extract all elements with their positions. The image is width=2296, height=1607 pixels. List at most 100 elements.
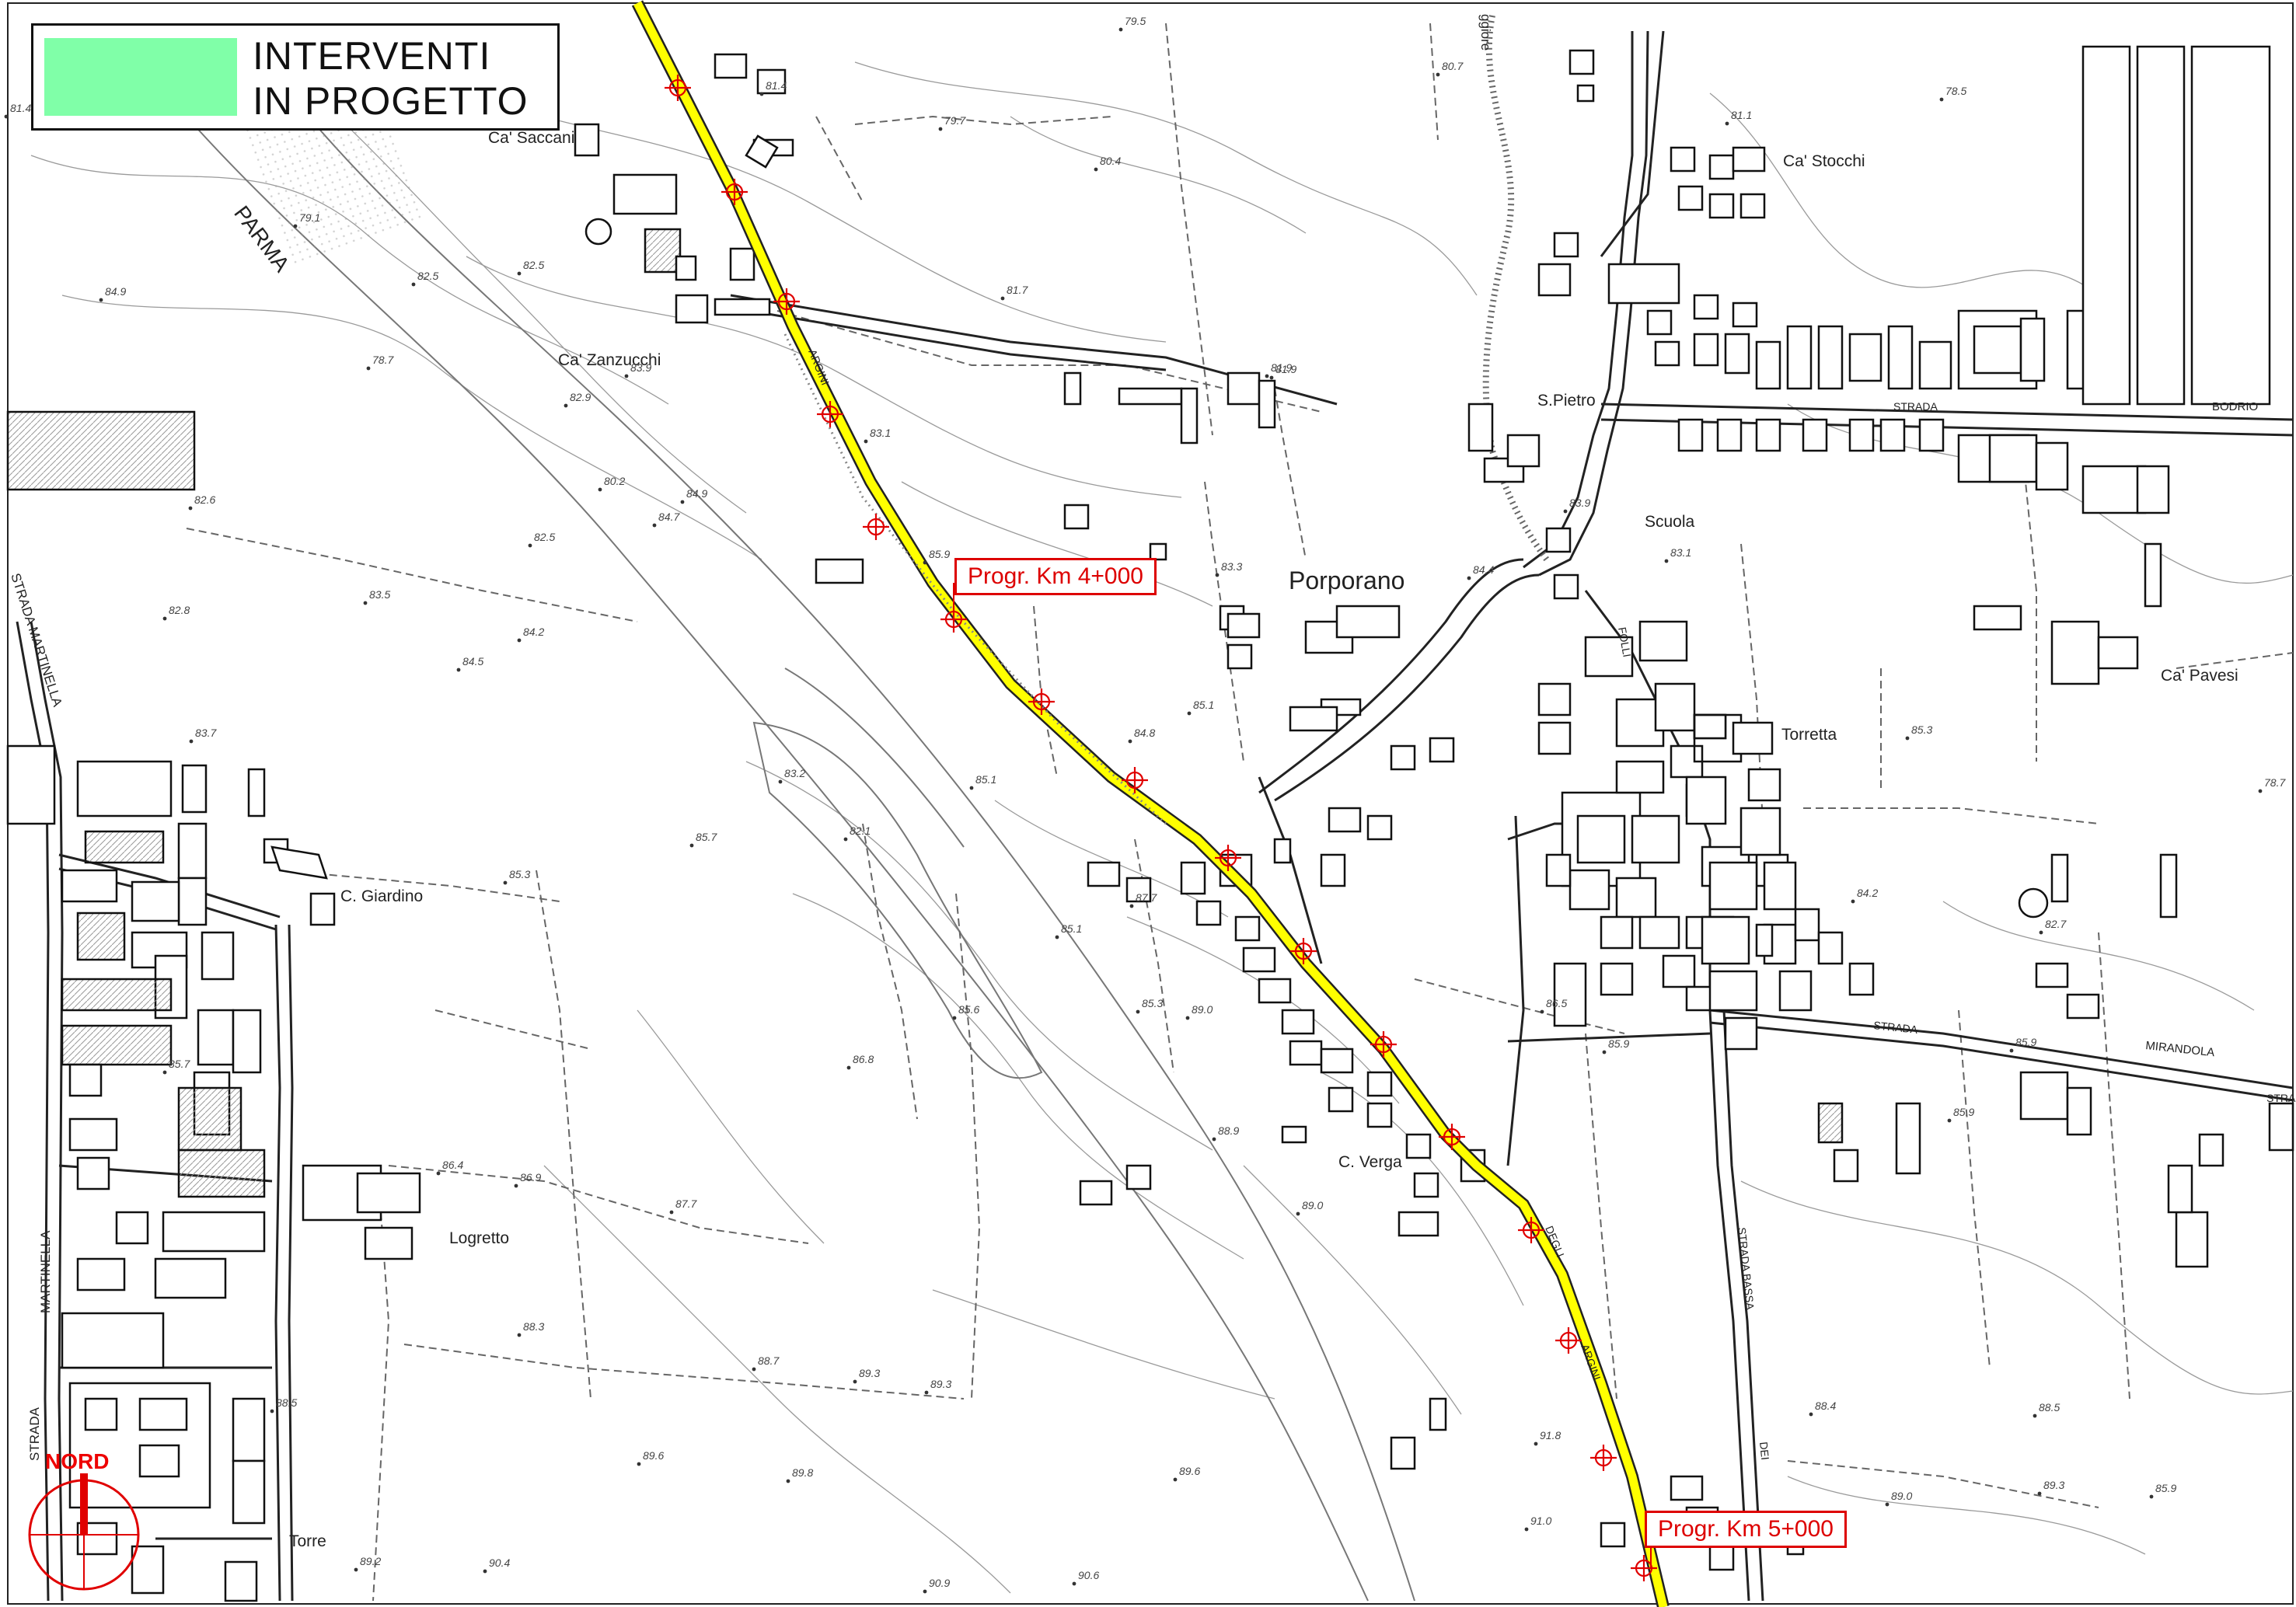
spot-height-point [624,374,629,378]
spot-height-point [366,366,371,371]
spot-height-value: 79.7 [944,114,966,127]
spot-height-point [778,779,783,784]
spot-height-value: 79.5 [1125,15,1146,27]
spot-height-point [354,1567,358,1572]
spot-height-point [853,1379,857,1384]
spot-height-value: 86.5 [1546,997,1567,1009]
spot-height-point [1947,1118,1952,1123]
legend-line-1: INTERVENTI [253,34,491,78]
spot-height-value: 81.9 [1275,363,1296,375]
spot-height-value: 88.4 [1815,1400,1836,1412]
spot-height-value: 85.6 [958,1003,979,1016]
buildings [6,45,2294,1602]
spot-height-point [1212,1137,1216,1142]
spot-height-point [1905,736,1910,741]
spot-height-value: 90.6 [1078,1569,1099,1581]
spot-height-value: 85.1 [1193,699,1214,711]
label-ca-saccani: Ca' Saccani [488,129,574,147]
spot-height-point [1215,573,1220,577]
spot-height-value: 82.6 [194,493,215,506]
label-s-pietro: S.Pietro [1537,392,1596,410]
spot-height-value: 82.9 [570,391,591,403]
spot-height-point [1128,739,1132,744]
spot-height-value: 80.7 [1442,60,1464,72]
spot-height-value: 85.1 [1061,922,1082,935]
spot-height-value: 89.0 [1891,1490,1912,1502]
spot-height-value: 90.9 [929,1577,950,1589]
spot-height-point [1185,1016,1190,1020]
spot-height-point [598,487,602,492]
spot-height-value: 87.7 [1136,891,1157,904]
spot-height-point [99,298,103,302]
spot-height-value: 88.7 [758,1354,780,1367]
spot-height-value: 89.2 [360,1555,381,1567]
spot-height-value: 84.9 [105,285,126,298]
spot-height-value: 85.3 [1142,997,1163,1009]
spot-height-point [1467,576,1471,580]
spot-height-value: 82.8 [169,604,190,616]
spot-height-point [923,1589,927,1594]
spot-height-point [188,506,193,511]
spot-height-point [843,837,848,842]
spot-height-value: 88.5 [276,1396,297,1409]
label-martinella-bottom: MARTINELLA [38,1230,53,1313]
field-boundaries [186,23,2294,1602]
spot-height-value: 86.8 [853,1053,874,1065]
spot-height-value: 82.7 [2045,918,2067,930]
spot-height-value: 85.3 [1911,723,1932,736]
spot-height-value: 83.9 [1569,497,1590,509]
spot-height-point [162,616,167,621]
spot-height-value: 85.9 [1608,1037,1629,1050]
legend: INTERVENTI IN PROGETTO [31,23,560,131]
spot-height-point [1265,374,1269,378]
spot-height-value: 84.7 [658,511,680,523]
spot-height-value: 84.2 [523,626,544,638]
label-logretto: Logretto [449,1229,509,1247]
spot-height-point [1129,904,1134,908]
spot-height-value: 89.3 [930,1378,951,1390]
spot-height-point [786,1479,790,1483]
label-folli: FOLLI [1616,626,1634,658]
label-strada-right: STRADA [2266,1092,2296,1104]
spot-height-point [2039,930,2043,935]
spot-height-value: 81.1 [1731,109,1752,121]
label-strada-bottom: STRADA [27,1407,42,1461]
spot-height-point [652,523,657,528]
spot-height-value: 89.0 [1192,1003,1213,1016]
spot-height-value: 85.1 [975,773,996,786]
spot-height-point [1939,97,1944,102]
spot-height-point [1436,72,1440,77]
spot-height-value: 85.7 [696,831,717,843]
spot-height-value: 83.2 [784,767,805,779]
spot-height-value: 89.6 [643,1449,664,1462]
spot-height-point [1809,1412,1813,1417]
spot-height-value: 81.4 [766,79,787,92]
spot-height-value: 90.4 [489,1556,510,1569]
spot-height-point [680,500,685,504]
spot-height-point [436,1171,441,1176]
spot-height-value: 81.9 [1271,361,1292,374]
spot-height-point [528,543,532,548]
north-arrow [28,1473,140,1591]
spot-height-point [846,1065,851,1070]
spot-height-value: 84.5 [462,655,483,668]
spot-height-point [483,1569,487,1574]
spot-height-point [1851,899,1855,904]
spot-height-point [2258,789,2263,793]
spot-height-value: 78.7 [372,354,394,366]
spot-height-value: 84.9 [686,487,707,500]
spot-height-value: 88.3 [523,1320,544,1333]
spot-height-value: 85.9 [2155,1482,2176,1494]
spot-height-value: 78.5 [1945,85,1966,97]
progressive-km4-label: Progr. Km 4+000 [954,558,1157,595]
label-c-verga: C. Verga [1338,1153,1402,1171]
spot-height-point [1094,167,1098,172]
label-mirandola: MIRANDOLA [2145,1039,2215,1059]
label-dei: DEI [1757,1441,1771,1461]
spot-height-value: 88.5 [2039,1401,2060,1414]
spot-height-point [2033,1414,2037,1418]
spot-height-point [1173,1477,1178,1482]
label-ca-pavesi: Ca' Pavesi [2161,667,2238,685]
spot-height-point [1269,375,1274,380]
